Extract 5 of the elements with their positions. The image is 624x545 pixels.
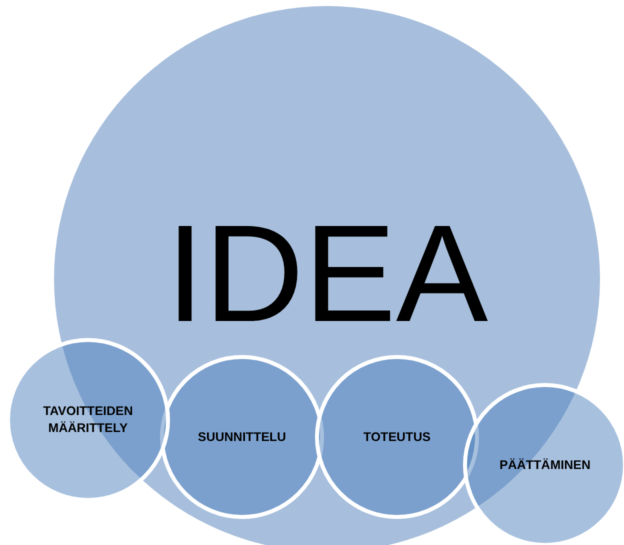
circle-label: SUUNNITTELU: [198, 428, 286, 446]
circle-label: TAVOITTEIDEN MÄÄRITTELY: [42, 403, 134, 437]
title-text: IDEA: [166, 205, 488, 343]
circle-label: PÄÄTTÄMINEN: [500, 456, 590, 474]
circle-label: TOTEUTUS: [363, 428, 431, 446]
